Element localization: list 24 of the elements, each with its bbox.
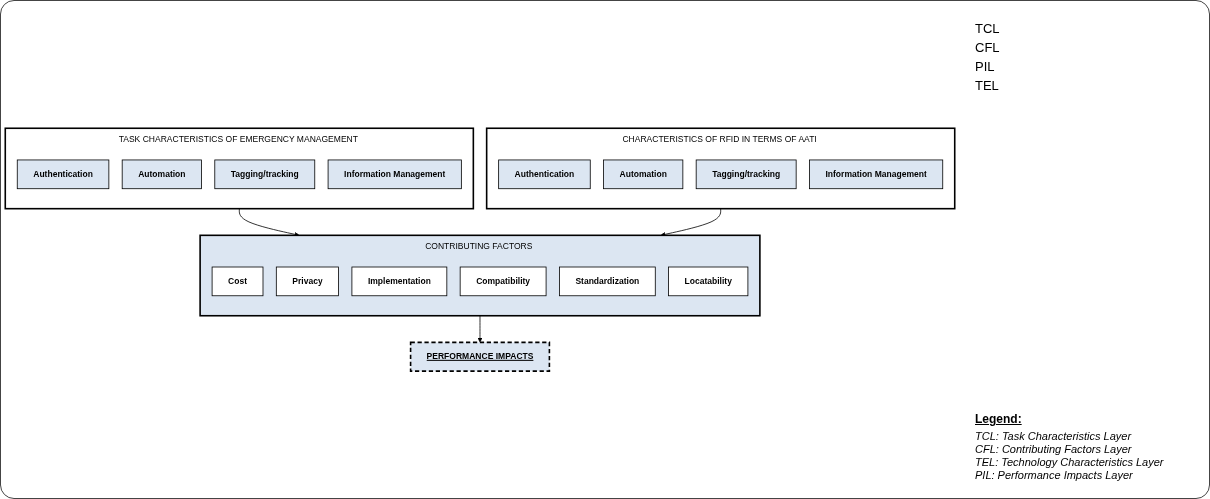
node-box: Implementation	[351, 266, 448, 296]
node-box: Information Management	[327, 159, 462, 189]
layer-label: TEL	[975, 78, 1000, 93]
layer-label: TCL	[975, 21, 1001, 36]
node-box: Authentication	[16, 159, 110, 189]
node-box: Standardization	[559, 266, 656, 296]
legend-entry: PIL: Performance Impacts Layer	[975, 469, 1134, 481]
node-box: Locatability	[668, 266, 749, 296]
node-box: Cost	[211, 266, 264, 296]
node-box: Automation	[121, 159, 202, 189]
node-box: Automation	[603, 159, 684, 189]
layer-label: CFL	[975, 40, 1001, 55]
legend-entry: TEL: Technology Characteristics Layer	[975, 456, 1165, 468]
node-box: Tagging/tracking	[695, 159, 797, 189]
node-box: PERFORMANCE IMPACTS	[409, 341, 551, 372]
layer-label: PIL	[975, 59, 996, 74]
legend-entry: CFL: Contributing Factors Layer	[975, 443, 1133, 455]
node-box: Information Management	[809, 159, 944, 189]
legend-entry: TCL: Task Characteristics Layer	[975, 430, 1133, 442]
node-box: Tagging/tracking	[214, 159, 316, 189]
node-box: Compatibility	[459, 266, 547, 296]
node-box: Authentication	[498, 159, 591, 189]
legend-heading: Legend:	[975, 412, 1023, 426]
node-box: Privacy	[275, 266, 339, 296]
